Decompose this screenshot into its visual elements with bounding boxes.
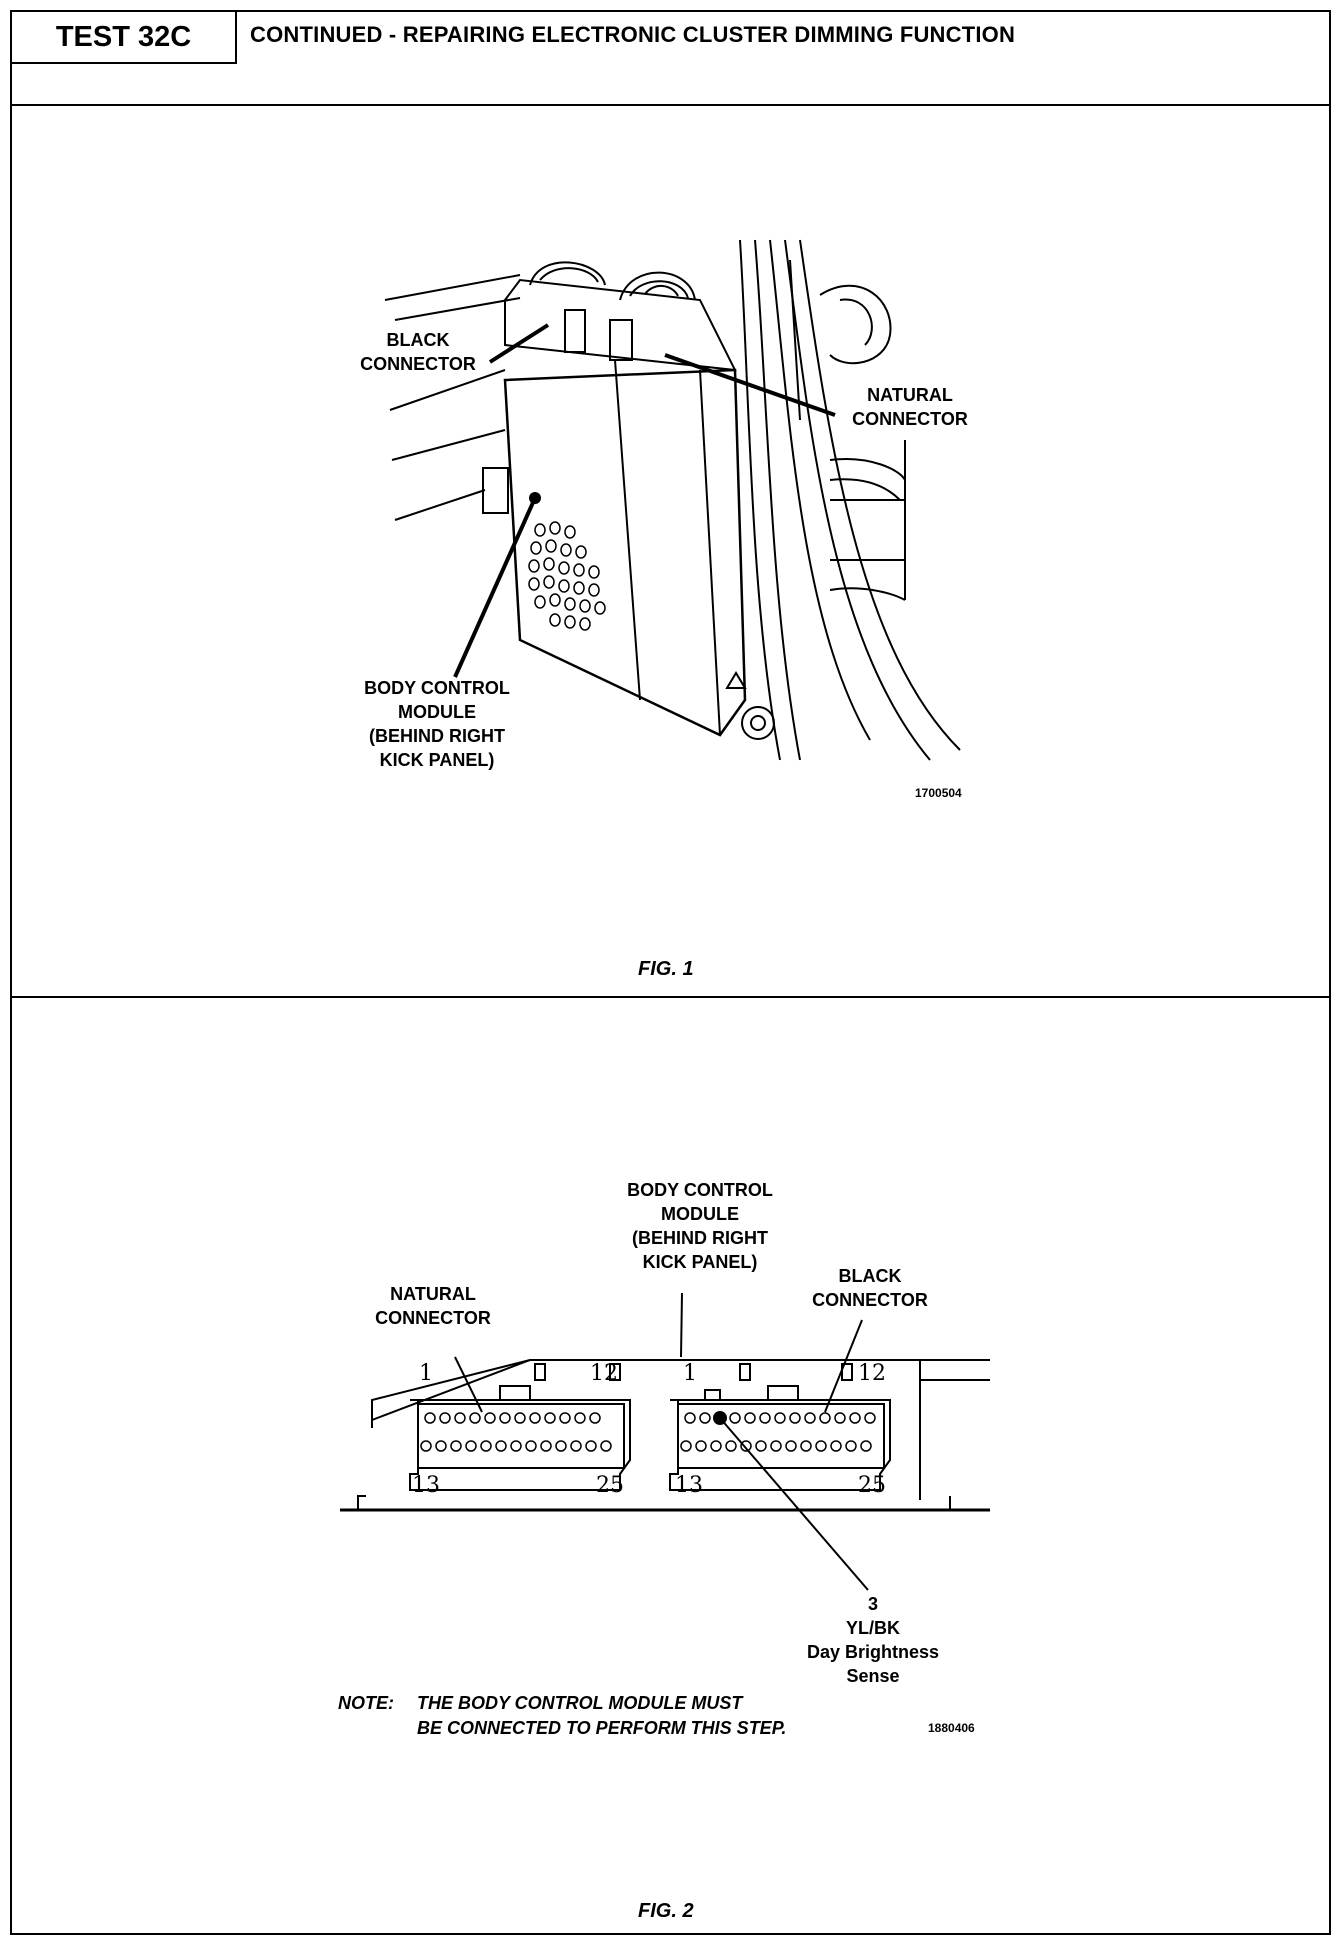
black-connector-pins: [680, 1412, 876, 1452]
fig2-note: NOTE: THE BODY CONTROL MODULE MUST BE CO…: [338, 1693, 786, 1738]
divider: [12, 996, 1329, 998]
svg-text:YL/BK: YL/BK: [846, 1618, 900, 1638]
svg-text:13: 13: [675, 1473, 703, 1498]
fig2-label-natural-connector: NATURAL CONNECTOR: [375, 1284, 491, 1328]
page-title: CONTINUED - REPAIRING ELECTRONIC CLUSTER…: [250, 22, 1016, 47]
svg-text:THE BODY CONTROL MODULE MUST: THE BODY CONTROL MODULE MUST: [417, 1693, 744, 1713]
svg-text:NATURAL: NATURAL: [867, 385, 953, 405]
svg-text:BE CONNECTED TO PERFORM THIS S: BE CONNECTED TO PERFORM THIS STEP.: [417, 1718, 786, 1738]
svg-text:3: 3: [868, 1594, 878, 1614]
test-id: TEST 32C: [12, 12, 237, 64]
svg-text:Day Brightness: Day Brightness: [807, 1642, 939, 1662]
svg-text:25: 25: [858, 1473, 886, 1498]
svg-text:1: 1: [683, 1361, 697, 1386]
svg-text:CONNECTOR: CONNECTOR: [360, 354, 476, 374]
fig2-label-black-connector: BLACK CONNECTOR: [812, 1266, 928, 1310]
svg-text:MODULE: MODULE: [661, 1204, 739, 1224]
fig1-label-natural-connector: NATURAL CONNECTOR: [852, 385, 968, 429]
svg-text:12: 12: [858, 1361, 886, 1386]
fig1-label-bcm: BODY CONTROL MODULE (BEHIND RIGHT KICK P…: [364, 678, 510, 770]
svg-text:25: 25: [596, 1473, 624, 1498]
fig2-ref-number: 1880406: [928, 1721, 975, 1735]
divider: [12, 104, 1329, 106]
svg-text:13: 13: [412, 1473, 440, 1498]
svg-text:CONNECTOR: CONNECTOR: [375, 1308, 491, 1328]
svg-text:KICK PANEL): KICK PANEL): [643, 1252, 758, 1272]
natural-connector-pins: [420, 1412, 612, 1452]
svg-text:NATURAL: NATURAL: [390, 1284, 476, 1304]
svg-text:BODY CONTROL: BODY CONTROL: [627, 1180, 773, 1200]
svg-text:12: 12: [590, 1361, 618, 1386]
fig2-label-bcm: BODY CONTROL MODULE (BEHIND RIGHT KICK P…: [627, 1180, 773, 1272]
svg-text:(BEHIND RIGHT: (BEHIND RIGHT: [632, 1228, 768, 1248]
svg-text:(BEHIND RIGHT: (BEHIND RIGHT: [369, 726, 505, 746]
svg-text:CONNECTOR: CONNECTOR: [852, 409, 968, 429]
svg-text:KICK PANEL): KICK PANEL): [380, 750, 495, 770]
fig1-label-black-connector: BLACK CONNECTOR: [360, 330, 476, 374]
svg-text:MODULE: MODULE: [398, 702, 476, 722]
svg-text:BLACK: BLACK: [387, 330, 450, 350]
svg-text:1: 1: [419, 1361, 433, 1386]
fig2-caption: FIG. 2: [638, 1900, 694, 1922]
svg-text:Sense: Sense: [846, 1666, 899, 1686]
svg-text:BLACK: BLACK: [839, 1266, 902, 1286]
svg-text:BODY CONTROL: BODY CONTROL: [364, 678, 510, 698]
svg-text:NOTE:: NOTE:: [338, 1693, 394, 1713]
black-pin-numbers: 1 12 13 25: [675, 1361, 886, 1498]
page-frame: TEST 32C CONTINUED - REPAIRING ELECTRONI…: [10, 10, 1331, 1935]
svg-text:CONNECTOR: CONNECTOR: [812, 1290, 928, 1310]
natural-pin-numbers: 1 12 13 25: [412, 1361, 624, 1498]
fig1-caption: FIG. 1: [638, 958, 694, 980]
fig2-callout-pin3: 3 YL/BK Day Brightness Sense: [807, 1594, 939, 1686]
fig1-ref-number: 1700504: [915, 786, 962, 800]
